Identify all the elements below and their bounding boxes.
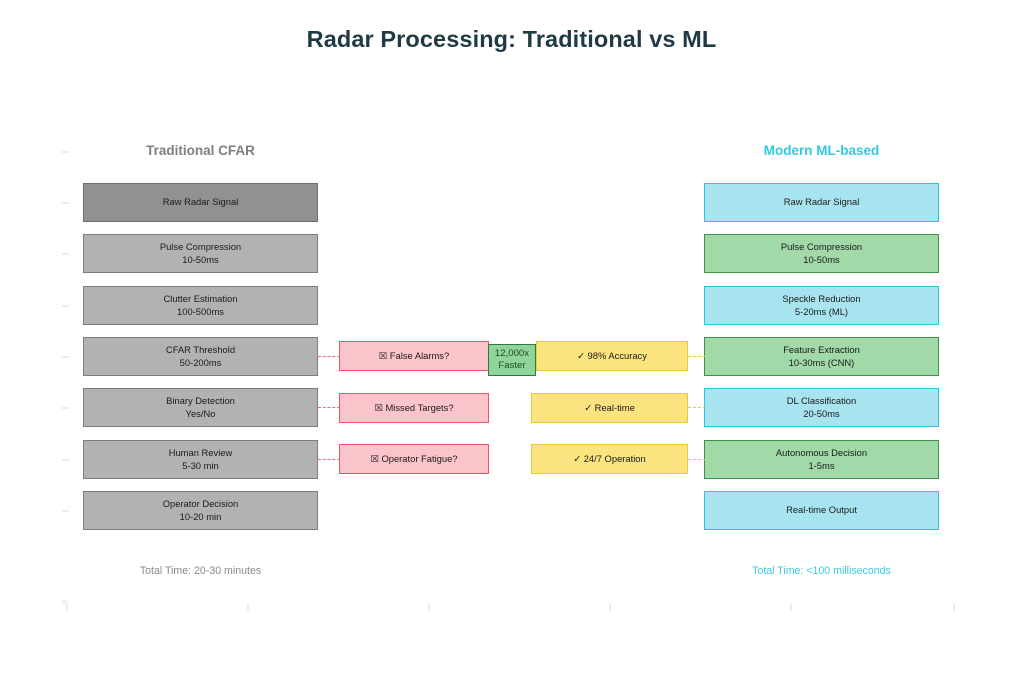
step-detail: 100-500ms — [177, 305, 224, 317]
pipeline-step-right-1[interactable]: Pulse Compression 10-50ms — [704, 234, 939, 273]
axis-corner-tick — [62, 600, 67, 605]
problem-box-2[interactable]: ☒ Operator Fatigue? — [339, 444, 489, 474]
problem-box-1[interactable]: ☒ Missed Targets? — [339, 393, 489, 423]
pipeline-step-right-6[interactable]: Real-time Output — [704, 491, 939, 530]
step-detail: 10-50ms — [803, 253, 840, 265]
step-detail: 1-5ms — [808, 459, 835, 471]
step-name: Real-time Output — [786, 504, 857, 516]
connector-right-2 — [688, 459, 706, 460]
axis-tick-y — [62, 510, 69, 512]
connector-right-0 — [688, 356, 706, 357]
page-title: Radar Processing: Traditional vs ML — [306, 26, 717, 52]
connector-left-0 — [318, 356, 340, 357]
axis-tick-y — [62, 253, 69, 255]
axis-tick-x — [428, 604, 430, 611]
step-name: Pulse Compression — [780, 241, 863, 253]
pipeline-step-right-2[interactable]: Speckle Reduction 5-20ms (ML) — [704, 286, 939, 325]
axis-tick-y — [62, 459, 69, 461]
step-name: Operator Decision — [162, 498, 239, 510]
axis-tick-y — [62, 202, 69, 204]
axis-tick-x — [953, 604, 955, 611]
pipeline-step-left-3[interactable]: CFAR Threshold 50-200ms — [83, 337, 318, 376]
benefit-box-0[interactable]: ✓ 98% Accuracy — [536, 341, 688, 371]
step-detail: 5-20ms (ML) — [794, 305, 849, 317]
pipeline-step-right-0[interactable]: Raw Radar Signal — [704, 183, 939, 222]
total-time-traditional: Total Time: 20-30 minutes — [139, 565, 262, 577]
pipeline-step-left-2[interactable]: Clutter Estimation 100-500ms — [83, 286, 318, 325]
column-header-modern: Modern ML-based — [763, 143, 880, 158]
step-name: DL Classification — [786, 395, 857, 407]
speed-badge-multiplier: 12,000x — [494, 347, 530, 359]
pipeline-step-right-4[interactable]: DL Classification 20-50ms — [704, 388, 939, 427]
speed-badge-label: Faster — [498, 360, 526, 371]
axis-tick-x — [66, 604, 68, 611]
pipeline-step-right-3[interactable]: Feature Extraction 10-30ms (CNN) — [704, 337, 939, 376]
axis-tick-y — [62, 305, 69, 307]
pipeline-step-left-6[interactable]: Operator Decision 10-20 min — [83, 491, 318, 530]
step-detail: 5-30 min — [182, 459, 219, 471]
step-detail: 10-30ms (CNN) — [788, 356, 855, 368]
benefit-box-1[interactable]: ✓ Real-time — [531, 393, 688, 423]
pipeline-step-right-5[interactable]: Autonomous Decision 1-5ms — [704, 440, 939, 479]
connector-right-1 — [688, 407, 706, 408]
axis-tick-y — [62, 151, 69, 153]
axis-tick-x — [247, 604, 249, 611]
step-detail: 10-20 min — [179, 510, 222, 522]
axis-tick-x — [790, 604, 792, 611]
step-name: Raw Radar Signal — [162, 196, 239, 208]
column-header-traditional: Traditional CFAR — [146, 143, 255, 158]
pipeline-step-left-4[interactable]: Binary Detection Yes/No — [83, 388, 318, 427]
step-detail: 50-200ms — [179, 356, 222, 368]
step-name: CFAR Threshold — [165, 344, 236, 356]
axis-tick-y — [62, 356, 69, 358]
step-name: Binary Detection — [166, 395, 235, 407]
step-detail: 10-50ms — [182, 253, 219, 265]
speed-badge: 12,000x Faster — [488, 344, 536, 376]
total-time-modern: Total Time: <100 milliseconds — [752, 565, 891, 577]
axis-tick-y — [62, 407, 69, 409]
step-name: Pulse Compression — [159, 241, 242, 253]
connector-left-1 — [318, 407, 340, 408]
benefit-box-2[interactable]: ✓ 24/7 Operation — [531, 444, 688, 474]
connector-left-2 — [318, 459, 340, 460]
step-detail: 20-50ms — [803, 407, 840, 419]
pipeline-step-left-1[interactable]: Pulse Compression 10-50ms — [83, 234, 318, 273]
axis-tick-x — [609, 604, 611, 611]
pipeline-step-left-0[interactable]: Raw Radar Signal — [83, 183, 318, 222]
pipeline-step-left-5[interactable]: Human Review 5-30 min — [83, 440, 318, 479]
step-name: Human Review — [168, 447, 233, 459]
step-name: Raw Radar Signal — [783, 196, 860, 208]
step-name: Autonomous Decision — [775, 447, 868, 459]
step-name: Speckle Reduction — [782, 293, 861, 305]
problem-box-0[interactable]: ☒ False Alarms? — [339, 341, 489, 371]
step-name: Feature Extraction — [783, 344, 860, 356]
step-detail: Yes/No — [185, 407, 216, 419]
step-name: Clutter Estimation — [163, 293, 238, 305]
